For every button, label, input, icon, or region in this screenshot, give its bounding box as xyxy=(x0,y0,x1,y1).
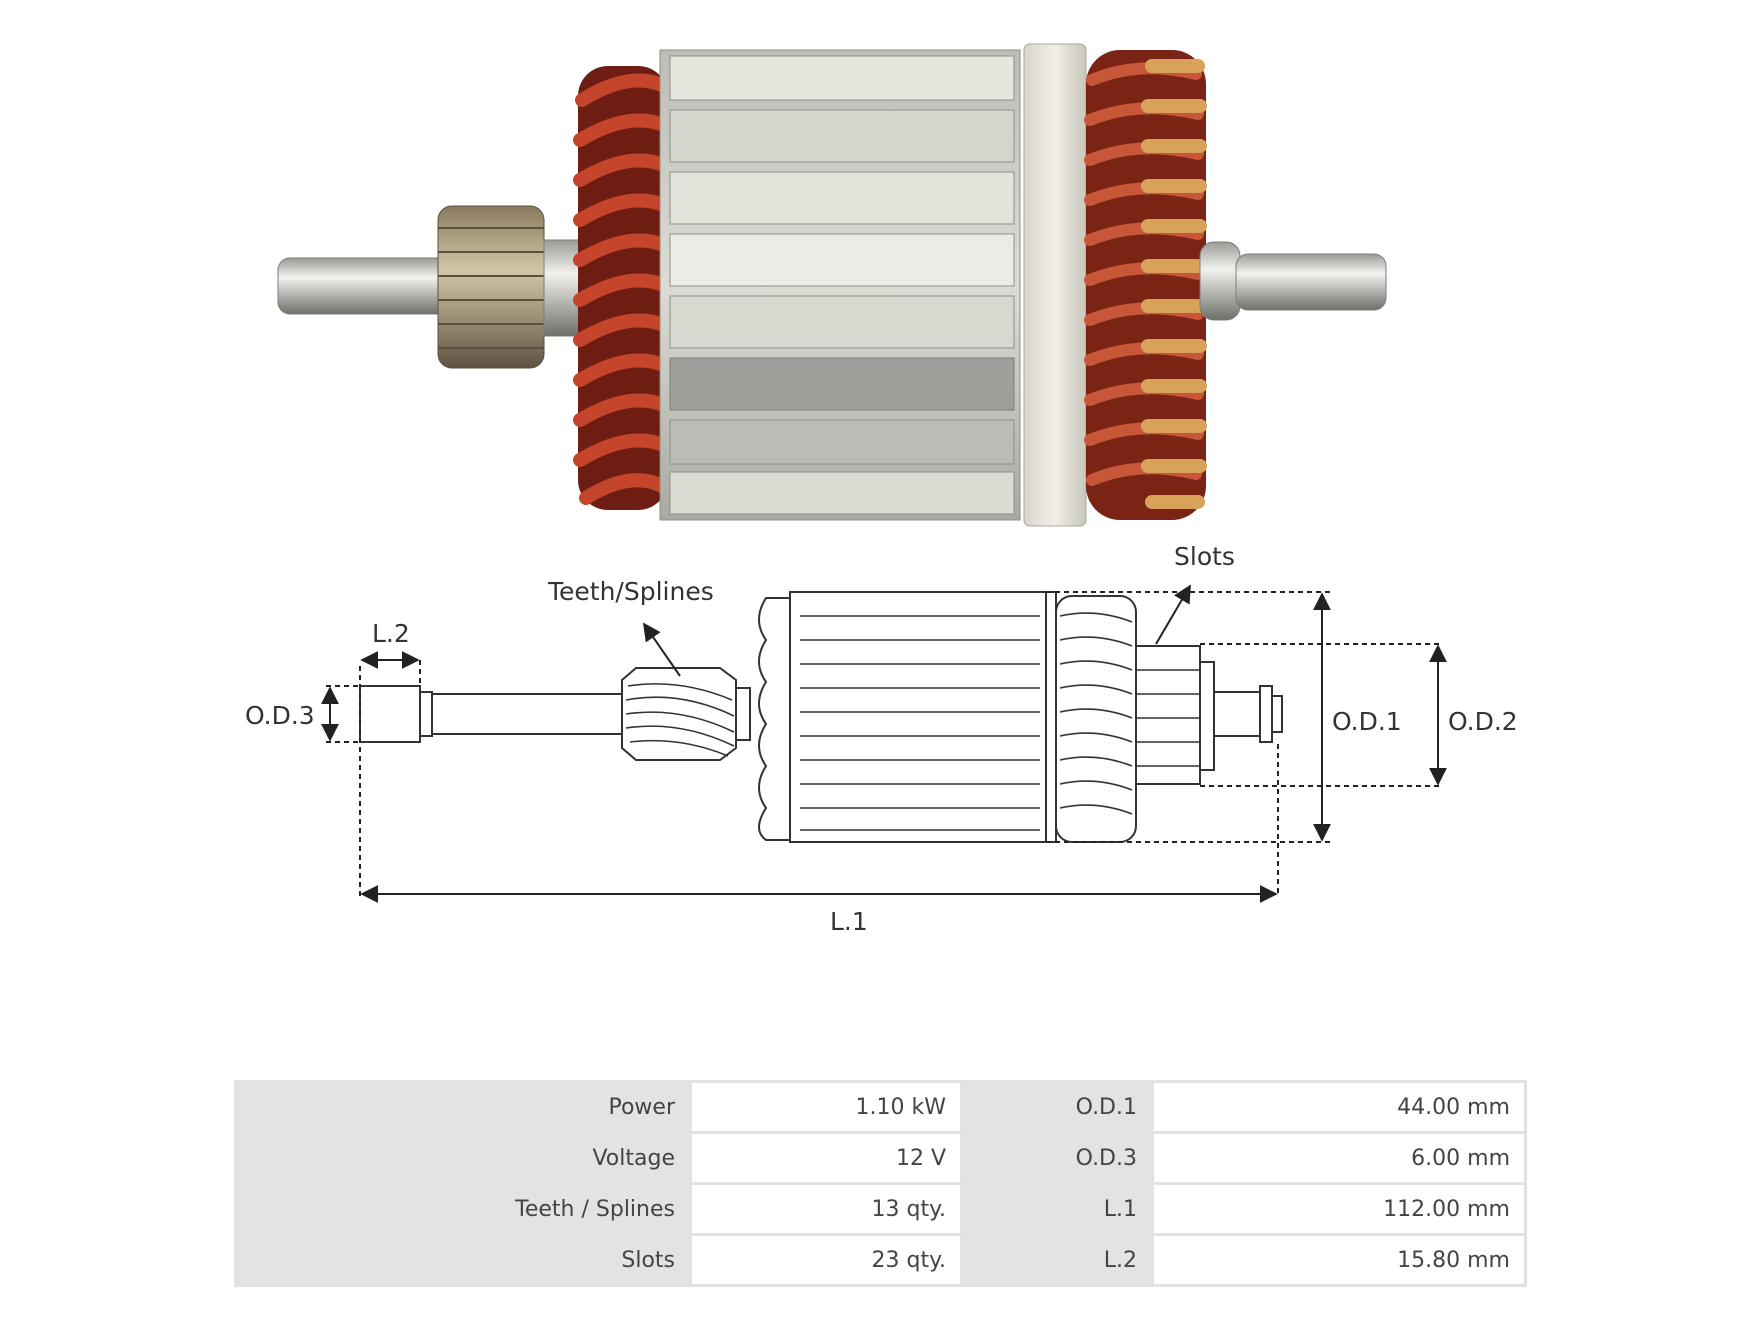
drawing-shaft xyxy=(431,693,623,735)
armature-photo xyxy=(277,43,1387,527)
photo-pinion-gear xyxy=(437,205,585,369)
spec-value: 23 qty. xyxy=(692,1236,960,1284)
table-row: Voltage 12 V O.D.3 6.00 mm xyxy=(237,1134,1524,1182)
spec-value: 1.10 kW xyxy=(692,1083,960,1131)
spec-label: Power xyxy=(237,1083,689,1131)
photo-right-shaft xyxy=(1199,241,1387,321)
l2-label: L.2 xyxy=(372,619,410,648)
spec-value: 13 qty. xyxy=(692,1185,960,1233)
photo-commutator xyxy=(1084,50,1207,520)
drawing-core xyxy=(789,591,1047,843)
spec-value: 44.00 mm xyxy=(1154,1083,1524,1131)
slots-label: Slots xyxy=(1174,542,1235,571)
drawing-right-shaft xyxy=(1213,691,1261,737)
teeth-splines-label: Teeth/Splines xyxy=(547,577,714,606)
spec-value: 112.00 mm xyxy=(1154,1185,1524,1233)
od2-label: O.D.2 xyxy=(1448,707,1518,736)
photo-armature-core xyxy=(659,49,1021,521)
table-row: Slots 23 qty. L.2 15.80 mm xyxy=(237,1236,1524,1284)
spec-table: Power 1.10 kW O.D.1 44.00 mm Voltage 12 … xyxy=(234,1080,1527,1287)
od3-label: O.D.3 xyxy=(245,701,315,730)
photo-left-shaft xyxy=(277,257,459,315)
spec-value: 12 V xyxy=(692,1134,960,1182)
drawing-left-windings xyxy=(758,597,791,841)
teeth-leader-arrow xyxy=(642,622,681,677)
shaft-tip xyxy=(359,685,421,743)
slots-leader-arrow xyxy=(1155,584,1191,645)
table-row: Power 1.10 kW O.D.1 44.00 mm xyxy=(237,1083,1524,1131)
photo-left-windings xyxy=(573,66,673,510)
spec-value: 6.00 mm xyxy=(1154,1134,1524,1182)
drawing-core-laminations xyxy=(800,615,1040,831)
od1-label: O.D.1 xyxy=(1332,707,1402,736)
dimension-drawing: Teeth/Splines Slots L.2 O.D.3 O.D.1 O.D.… xyxy=(245,542,1518,936)
spec-value: 15.80 mm xyxy=(1154,1236,1524,1284)
drawing-commutator xyxy=(1135,645,1201,785)
spec-label: Voltage xyxy=(237,1134,689,1182)
spec-label: Slots xyxy=(237,1236,689,1284)
spec-label: O.D.1 xyxy=(963,1083,1151,1131)
table-row: Teeth / Splines 13 qty. L.1 112.00 mm xyxy=(237,1185,1524,1233)
l1-label: L.1 xyxy=(830,907,868,936)
spec-label: O.D.3 xyxy=(963,1134,1151,1182)
spec-label: Teeth / Splines xyxy=(237,1185,689,1233)
spec-label: L.2 xyxy=(963,1236,1151,1284)
photo-insulator-ring xyxy=(1023,43,1087,527)
spec-label: L.1 xyxy=(963,1185,1151,1233)
